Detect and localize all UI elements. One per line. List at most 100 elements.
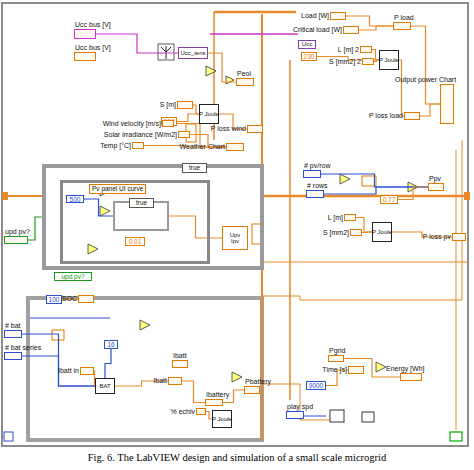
terminal-label: Solar irradiance [W/m2] bbox=[104, 131, 177, 139]
terminal: Ibatt in bbox=[80, 367, 94, 375]
terminal-label: Pbattery bbox=[245, 378, 271, 386]
terminal-label: Ucc bus [V] bbox=[75, 21, 111, 29]
terminal-label: Ppv bbox=[429, 175, 441, 183]
terminal: Pgrid bbox=[328, 355, 344, 362]
wire-connector bbox=[411, 26, 440, 104]
subvi-node: P Joule bbox=[212, 410, 232, 428]
terminal: Temp [°C] bbox=[132, 142, 144, 149]
terminal: SOC bbox=[78, 295, 94, 303]
wire bbox=[289, 60, 291, 400]
primitive-node bbox=[206, 66, 216, 76]
terminal: P loss pv bbox=[452, 233, 466, 241]
wire-connector bbox=[420, 104, 440, 116]
subvi-text: P Joule bbox=[379, 57, 399, 64]
loop-tunnel bbox=[464, 192, 470, 200]
terminal-label: Ibatt bbox=[173, 352, 187, 360]
constant-node: 100 bbox=[46, 295, 62, 304]
structure-frame: true bbox=[113, 201, 169, 231]
constant-node: 230 bbox=[301, 52, 317, 61]
constant-node: 0.01 bbox=[125, 237, 145, 246]
terminal-label: S [mm2] 2 bbox=[329, 58, 361, 66]
terminal-label: % echiv bbox=[170, 408, 195, 416]
primitive-node bbox=[340, 174, 350, 184]
terminal-label: SOC bbox=[62, 295, 77, 303]
terminal-label: Ibatt in bbox=[58, 367, 79, 375]
subvi-text: P Joule bbox=[212, 416, 232, 423]
wire bbox=[264, 195, 468, 198]
figure-caption: Fig. 6. The LabVIEW design and simulatio… bbox=[0, 452, 474, 463]
terminal: # rows bbox=[306, 190, 324, 198]
subvi-text: BAT bbox=[99, 383, 110, 390]
terminal: upd pv? bbox=[4, 236, 28, 244]
subvi-text: Ucc_tens bbox=[180, 50, 205, 57]
terminal: S [mm2] bbox=[350, 229, 362, 236]
while-loop-border bbox=[2, 3, 468, 446]
iteration-terminal bbox=[4, 432, 13, 441]
wire-connector bbox=[399, 60, 404, 116]
constant-value: 16 bbox=[107, 341, 114, 348]
terminal: Load [W] bbox=[330, 12, 346, 20]
constant-node: 500 bbox=[66, 195, 84, 203]
wire bbox=[264, 262, 468, 263]
loop-tunnel bbox=[2, 192, 8, 200]
terminal-label: Temp [°C] bbox=[100, 142, 131, 150]
structure-label: true bbox=[182, 163, 207, 173]
wire-connector bbox=[105, 349, 111, 378]
terminal-label: Output power Chart bbox=[395, 76, 456, 84]
primitive-node bbox=[140, 320, 150, 330]
constant-value: 0.01 bbox=[129, 238, 142, 245]
wire-connector bbox=[84, 199, 113, 216]
subvi-node: Ucc bbox=[298, 40, 316, 49]
wire bbox=[210, 33, 298, 35]
wire bbox=[214, 11, 296, 14]
wire bbox=[262, 140, 462, 300]
constant-value: upd pv? bbox=[61, 273, 84, 280]
terminal: Ibatt bbox=[172, 360, 188, 368]
icon-frame bbox=[158, 44, 174, 60]
terminal-label: Peol bbox=[237, 70, 251, 78]
terminal: P load bbox=[393, 22, 411, 30]
terminal-label: Ibatt bbox=[153, 377, 167, 385]
terminal-label: L [m] 2 bbox=[338, 46, 359, 54]
terminal: play spd bbox=[286, 411, 304, 419]
terminal: # pv/row bbox=[303, 170, 321, 178]
primitive-node bbox=[100, 206, 110, 216]
terminal-label: P loss load bbox=[369, 112, 403, 120]
terminal: Ibattery bbox=[205, 399, 223, 406]
wire-connector bbox=[208, 53, 236, 82]
primitive-node bbox=[232, 372, 242, 382]
subvi-text: P Joule bbox=[199, 111, 219, 118]
constant-node: 9000 bbox=[306, 381, 326, 390]
terminal-label: # rows bbox=[307, 182, 328, 190]
primitive-node bbox=[88, 244, 98, 254]
subvi-text: P Joule bbox=[372, 229, 392, 236]
structure-label: Pv panel UI curve bbox=[89, 184, 146, 194]
subvi-text: Upv bbox=[230, 232, 241, 239]
constant-value: 230 bbox=[304, 53, 315, 60]
terminal: # bat bbox=[4, 330, 22, 338]
wire-connector bbox=[22, 334, 95, 386]
stop-terminal bbox=[450, 432, 462, 441]
terminal: Ucc bus [V] bbox=[74, 52, 96, 61]
terminal: S [mm2] 2 bbox=[362, 58, 374, 65]
primitive-node bbox=[226, 76, 234, 84]
structure-frame: true Pv panel UI curve 500 true 0.01 UpvIpv bbox=[42, 164, 264, 270]
subvi-text: Ucc bbox=[302, 41, 312, 48]
wire-connector bbox=[321, 174, 428, 187]
wire bbox=[456, 150, 457, 430]
constant-value: 500 bbox=[70, 196, 81, 203]
terminal: Time [s] bbox=[348, 366, 364, 374]
wire bbox=[304, 416, 326, 417]
constant-node: upd pv? bbox=[54, 272, 92, 281]
terminal-label: P loss wind bbox=[211, 125, 246, 133]
terminal-label: Pgrid bbox=[329, 347, 345, 355]
wire-connector bbox=[22, 356, 95, 386]
wire-connector bbox=[398, 187, 428, 200]
terminal: % echiv bbox=[196, 408, 206, 415]
subvi-node: P Joule bbox=[199, 104, 219, 124]
terminal: Solar irradiance [W/m2] bbox=[178, 131, 190, 138]
wait-timer-icon bbox=[330, 410, 344, 422]
timer-icon bbox=[362, 412, 374, 422]
subvi-text: Ipv bbox=[231, 238, 239, 245]
terminal: L [m] bbox=[344, 214, 356, 221]
